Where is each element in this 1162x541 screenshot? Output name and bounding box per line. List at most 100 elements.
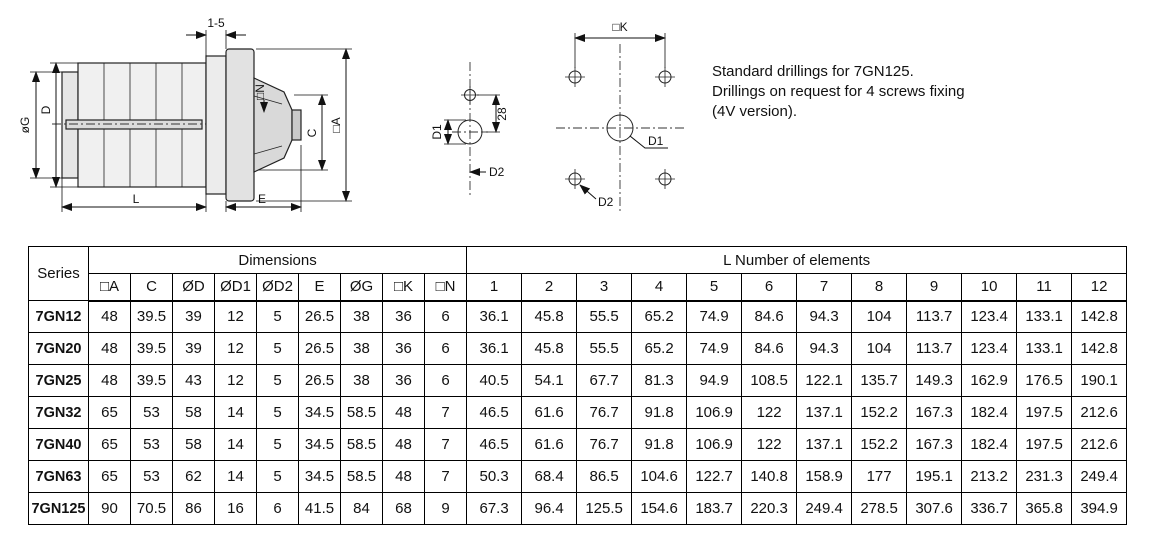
leader-d1-pattern bbox=[629, 135, 668, 149]
length-value-cell: 195.1 bbox=[906, 460, 963, 493]
dim-value-cell: 48 bbox=[382, 396, 425, 429]
length-value-cell: 94.9 bbox=[686, 364, 743, 397]
corner-hole-bottom-right-cross bbox=[655, 169, 675, 189]
length-value-cell: 167.3 bbox=[906, 428, 963, 461]
length-value-cell: 307.6 bbox=[906, 492, 963, 525]
dim-col-header: □A bbox=[88, 273, 131, 302]
switch-flange bbox=[205, 55, 227, 195]
dim-value-cell: 5 bbox=[256, 364, 299, 397]
length-value-cell: 65.2 bbox=[631, 300, 688, 333]
dim-value-cell: 6 bbox=[256, 492, 299, 525]
length-value-cell: 197.5 bbox=[1016, 396, 1073, 429]
length-value-cell: 91.8 bbox=[631, 396, 688, 429]
element-col-header: 1 bbox=[466, 273, 523, 302]
length-value-cell: 104 bbox=[851, 332, 908, 365]
length-value-cell: 106.9 bbox=[686, 396, 743, 429]
length-value-cell: 36.1 bbox=[466, 332, 523, 365]
dim-value-cell: 70.5 bbox=[130, 492, 173, 525]
dim-value-cell: 68 bbox=[382, 492, 425, 525]
dim-col-header: C bbox=[130, 273, 173, 302]
length-value-cell: 197.5 bbox=[1016, 428, 1073, 461]
length-value-cell: 55.5 bbox=[576, 300, 633, 333]
dim-col-header: □K bbox=[382, 273, 425, 302]
dim-label-c: C bbox=[305, 128, 319, 137]
dim-ext-1-5 bbox=[205, 30, 227, 56]
length-value-cell: 84.6 bbox=[741, 332, 798, 365]
dim-value-cell: 6 bbox=[423, 364, 468, 397]
dim-value-cell: 14 bbox=[214, 460, 257, 493]
length-value-cell: 76.7 bbox=[576, 428, 633, 461]
length-value-cell: 68.4 bbox=[521, 460, 578, 493]
dim-value-cell: 48 bbox=[382, 428, 425, 461]
note-line-1: Standard drillings for 7GN125. bbox=[712, 63, 914, 80]
corner-hole-top-left-cross bbox=[565, 67, 585, 87]
dimensions-header: Dimensions bbox=[87, 246, 468, 274]
element-col-header: 7 bbox=[796, 273, 853, 302]
length-value-cell: 152.2 bbox=[851, 428, 908, 461]
dim-value-cell: 38 bbox=[340, 332, 383, 365]
dim-value-cell: 48 bbox=[88, 300, 131, 333]
dim-value-cell: 26.5 bbox=[298, 364, 341, 397]
dim-label-d2-detail: D2 bbox=[489, 165, 505, 179]
length-value-cell: 91.8 bbox=[631, 428, 688, 461]
length-value-cell: 190.1 bbox=[1071, 364, 1128, 397]
dim-value-cell: 39.5 bbox=[130, 300, 173, 333]
dim-col-header: E bbox=[298, 273, 341, 302]
handle-tip bbox=[291, 109, 302, 141]
length-value-cell: 212.6 bbox=[1071, 396, 1128, 429]
dim-value-cell: 53 bbox=[130, 460, 173, 493]
element-col-header: 6 bbox=[741, 273, 798, 302]
dim-value-cell: 58.5 bbox=[340, 428, 383, 461]
dim-value-cell: 41.5 bbox=[298, 492, 341, 525]
switch-side-view: 1-5 øG D □N C □A L bbox=[18, 16, 352, 212]
length-value-cell: 365.8 bbox=[1016, 492, 1073, 525]
length-value-cell: 142.8 bbox=[1071, 332, 1128, 365]
dim-value-cell: 5 bbox=[256, 460, 299, 493]
dim-label-d1-detail: D1 bbox=[430, 124, 444, 140]
length-value-cell: 94.3 bbox=[796, 300, 853, 333]
leader-d2-pattern bbox=[579, 184, 597, 200]
dim-value-cell: 65 bbox=[88, 396, 131, 429]
handle-detail-lines bbox=[253, 95, 283, 155]
length-value-cell: 182.4 bbox=[961, 428, 1018, 461]
dim-value-cell: 65 bbox=[88, 428, 131, 461]
element-col-header: 5 bbox=[686, 273, 743, 302]
dim-col-header: ØD2 bbox=[256, 273, 299, 302]
series-cell: 7GN20 bbox=[28, 332, 89, 365]
dim-value-cell: 36 bbox=[382, 364, 425, 397]
length-value-cell: 183.7 bbox=[686, 492, 743, 525]
dim-ext-a bbox=[256, 48, 352, 202]
series-cell: 7GN125 bbox=[28, 492, 89, 525]
dim-label-k: □K bbox=[612, 20, 627, 34]
dim-col-header: ØD bbox=[172, 273, 215, 302]
switch-bezel bbox=[225, 48, 255, 202]
length-value-cell: 135.7 bbox=[851, 364, 908, 397]
element-col-header: 2 bbox=[521, 273, 578, 302]
dim-ext-og bbox=[30, 71, 62, 179]
element-col-header: 10 bbox=[961, 273, 1018, 302]
dim-value-cell: 39.5 bbox=[130, 364, 173, 397]
dim-value-cell: 39 bbox=[172, 332, 215, 365]
series-header: Series bbox=[28, 246, 89, 301]
note-line-3: (4V version). bbox=[712, 103, 798, 120]
dim-value-cell: 84 bbox=[340, 492, 383, 525]
length-value-cell: 54.1 bbox=[521, 364, 578, 397]
series-cell: 7GN32 bbox=[28, 396, 89, 429]
length-value-cell: 113.7 bbox=[906, 300, 963, 333]
length-value-cell: 133.1 bbox=[1016, 300, 1073, 333]
length-value-cell: 122 bbox=[741, 428, 798, 461]
length-value-cell: 162.9 bbox=[961, 364, 1018, 397]
dim-label-d1-pattern: D1 bbox=[648, 134, 664, 148]
series-cell: 7GN40 bbox=[28, 428, 89, 461]
dim-value-cell: 34.5 bbox=[298, 428, 341, 461]
length-value-cell: 74.9 bbox=[686, 332, 743, 365]
length-value-cell: 106.9 bbox=[686, 428, 743, 461]
length-value-cell: 220.3 bbox=[741, 492, 798, 525]
length-value-cell: 65.2 bbox=[631, 332, 688, 365]
center-hole bbox=[606, 114, 634, 142]
dim-value-cell: 14 bbox=[214, 396, 257, 429]
dim-label-28: 28 bbox=[495, 107, 509, 121]
